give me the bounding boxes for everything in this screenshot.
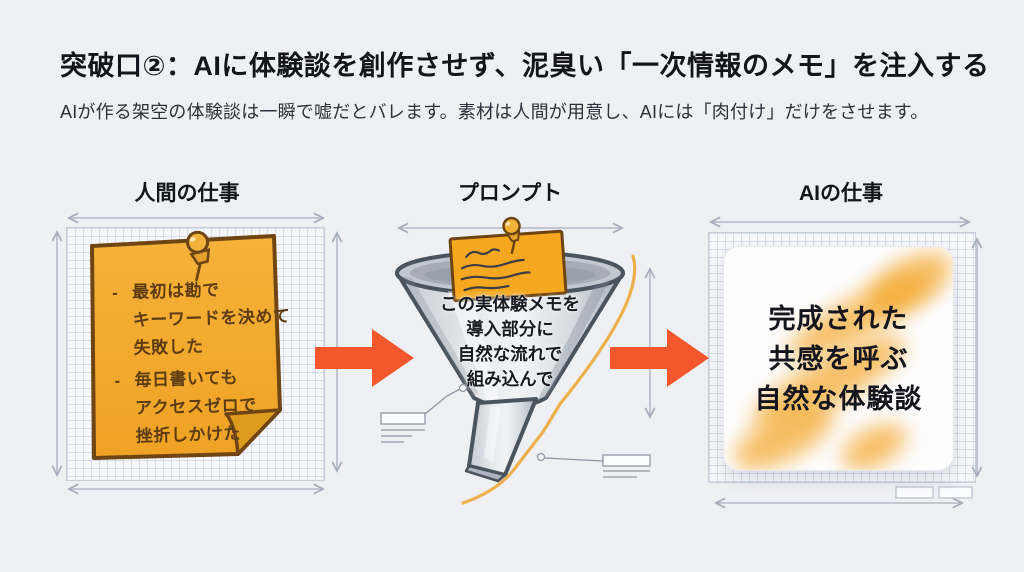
note-item: - 最初は勘で キーワードを決めて 失敗した [110,275,292,364]
note-line: アクセスゼロで [134,395,258,418]
push-pin-icon [186,230,211,282]
sticky-note [90,230,282,460]
sticky-note-text: - 最初は勘で キーワードを決めて 失敗した - 毎日書いても アクセスゼロで … [110,275,294,452]
note-line: 最初は勘で [131,280,220,302]
funnel-instruction: この実体験メモを 導入部分に 自然な流れで 組み込んで [410,292,610,392]
funnel-instruction-line: 導入部分に [466,319,554,339]
page-title: 突破口②：AIに体験談を創作させず、泥臭い「一次情報のメモ」を注入する [60,51,990,81]
dimension-lines-right [712,222,977,503]
result-card: 完成された 共感を呼ぶ 自然な体験談 [723,246,954,471]
note-line: 挫折しかけた [135,424,242,446]
funnel-instruction-line: 自然な流れで [457,344,563,364]
folded-corner [224,408,282,456]
funnel-note [448,216,568,303]
funnel-accent-line [461,254,637,505]
callout-left [380,383,468,443]
note-bullet: - [111,283,119,303]
column-label-ai: AIの仕事 [799,182,883,205]
column-label-prompt: プロンプト [457,182,563,205]
callout-right [536,452,651,478]
funnel-instruction-line: 組み込んで [466,369,554,389]
result-text: 完成された 共感を呼ぶ 自然な体験談 [724,247,953,470]
flow-arrow-icon [610,329,709,387]
result-line: 完成された [768,303,909,334]
column-label-human: 人間の仕事 [134,182,240,205]
note-bullet: - [114,371,121,391]
note-line: キーワードを決めて [132,306,291,330]
note-line: 失敗した [133,336,204,358]
spec-boxes [895,486,973,499]
note-line: 毎日書いても [134,368,239,390]
flow-arrow-icon [315,329,414,387]
funnel-instruction-line: この実体験メモを [440,294,580,314]
result-line: 自然な体験談 [754,383,923,414]
result-line: 共感を呼ぶ [768,343,909,374]
note-scribble-lines [460,248,531,292]
page-subtitle: AIが作る架空の体験談は一瞬で嘘だとバレます。素材は人間が用意し、AIには「肉付… [60,102,929,122]
note-item: - 毎日書いても アクセスゼロで 挫折しかけた [112,363,294,452]
push-pin-icon [502,216,521,254]
